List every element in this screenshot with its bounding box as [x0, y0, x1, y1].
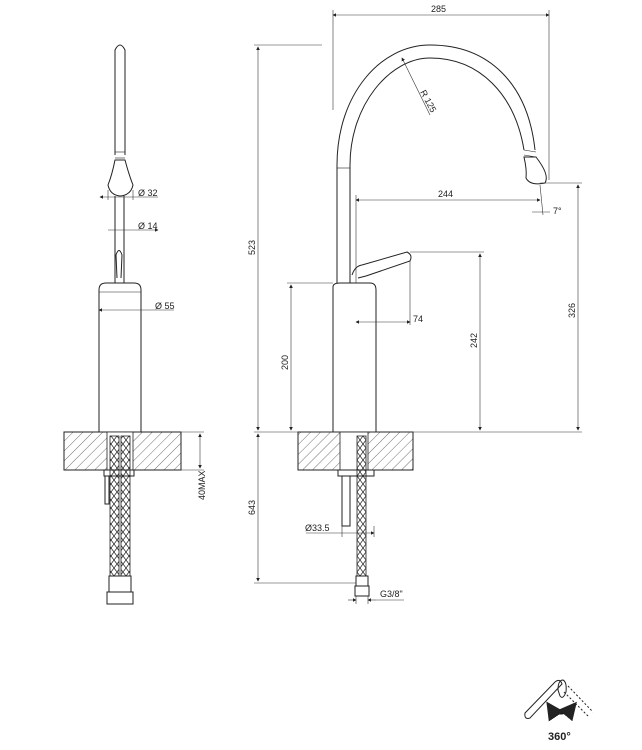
side-hose-1 [109, 435, 120, 577]
dim-g3-8: G3/8" [380, 589, 403, 599]
dim-244: 244 [438, 189, 453, 199]
dim-326: 326 [567, 303, 577, 318]
side-body [98, 282, 142, 432]
dim-200: 200 [280, 355, 290, 370]
front-view: 285 R 125 244 7° 326 523 242 74 200 643 … [247, 4, 582, 604]
dim-74: 74 [413, 314, 423, 324]
dim-d32: Ø 32 [138, 188, 158, 198]
side-view: Ø 32 Ø 14 Ø 55 40MAX [63, 44, 207, 605]
front-lever [351, 251, 412, 279]
dim-r125: R 125 [418, 88, 438, 114]
front-hose [356, 435, 367, 577]
dim-285: 285 [431, 4, 446, 14]
dim-d33-5: Ø33.5 [305, 523, 330, 533]
dim-d55: Ø 55 [155, 301, 175, 311]
rotation-label: 360° [548, 731, 571, 743]
side-lever [115, 250, 123, 279]
side-hose-2 [120, 435, 131, 577]
side-spray-head [107, 159, 134, 197]
dim-523: 523 [247, 240, 257, 255]
dim-40max: 40MAX [197, 470, 207, 500]
front-spout [336, 44, 536, 283]
front-body [332, 282, 377, 432]
dim-7deg: 7° [553, 206, 562, 216]
front-spray-head [523, 156, 547, 185]
dim-643: 643 [247, 500, 257, 515]
rotation-360-icon: 360° [524, 679, 594, 743]
dim-242: 242 [469, 333, 479, 348]
side-spout [114, 44, 126, 155]
dim-d14: Ø 14 [138, 221, 158, 231]
